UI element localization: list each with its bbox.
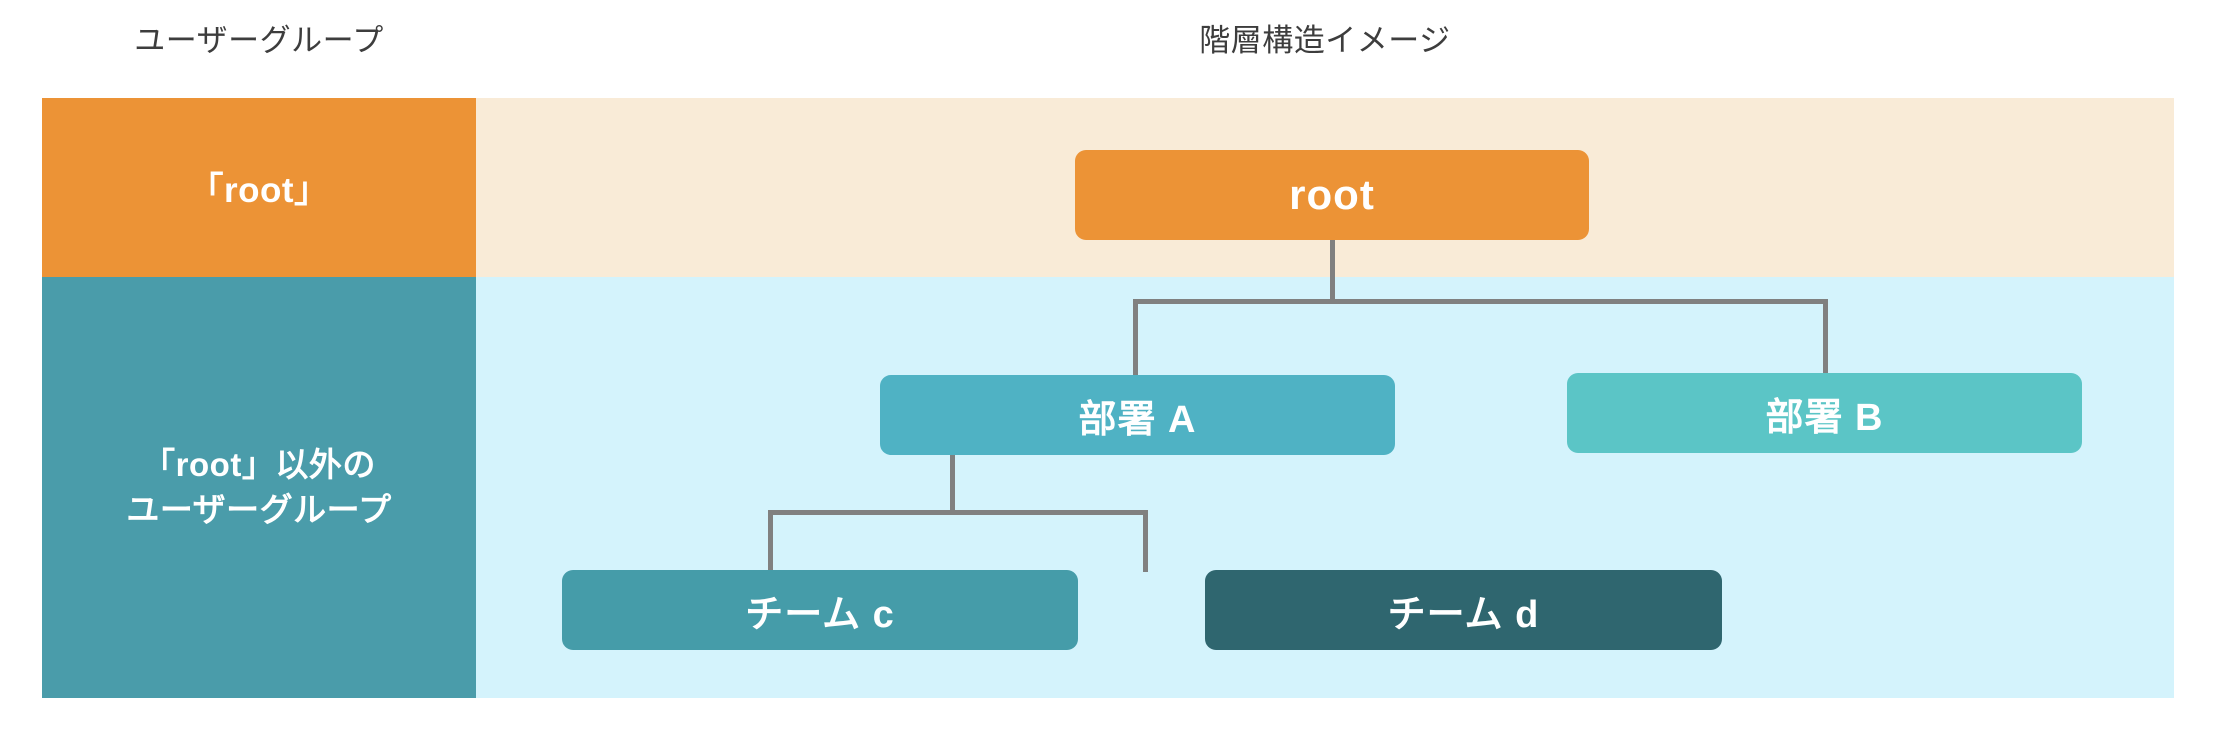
- connector-dept-a-bar: [768, 510, 1148, 515]
- column-header-usergroup: ユーザーグループ: [134, 23, 384, 58]
- connector-dept-a-to-team-c: [768, 510, 773, 572]
- connector-root-stem: [1330, 238, 1335, 303]
- tree-node-dept-a[interactable]: 部署 A: [880, 375, 1395, 455]
- tree-node-team-d[interactable]: チーム d: [1205, 570, 1722, 650]
- tree-node-root[interactable]: root: [1075, 150, 1589, 240]
- connector-root-bar: [1133, 299, 1828, 304]
- connector-root-to-dept-a: [1133, 299, 1138, 377]
- row-label-root: 「root」: [42, 98, 476, 277]
- column-header-hierarchy: 階層構造イメージ: [1199, 23, 1451, 58]
- table-row-other: 「root」以外の ユーザーグループ: [42, 277, 2174, 698]
- row-label-other-text: 「root」以外の ユーザーグループ: [126, 443, 391, 532]
- tree-node-dept-b[interactable]: 部署 B: [1567, 373, 2082, 453]
- connector-root-to-dept-b: [1823, 299, 1828, 375]
- connector-dept-a-stem: [950, 453, 955, 515]
- connector-dept-a-to-team-d: [1143, 510, 1148, 572]
- row-label-other-line-2: ユーザーグループ: [126, 490, 392, 528]
- row-label-other: 「root」以外の ユーザーグループ: [42, 277, 476, 698]
- row-label-other-line-1: 「root」以外の: [142, 445, 376, 483]
- table-row-root: 「root」: [42, 98, 2174, 277]
- tree-node-team-c[interactable]: チーム c: [562, 570, 1078, 650]
- row-label-root-line-1: 「root」: [188, 171, 330, 210]
